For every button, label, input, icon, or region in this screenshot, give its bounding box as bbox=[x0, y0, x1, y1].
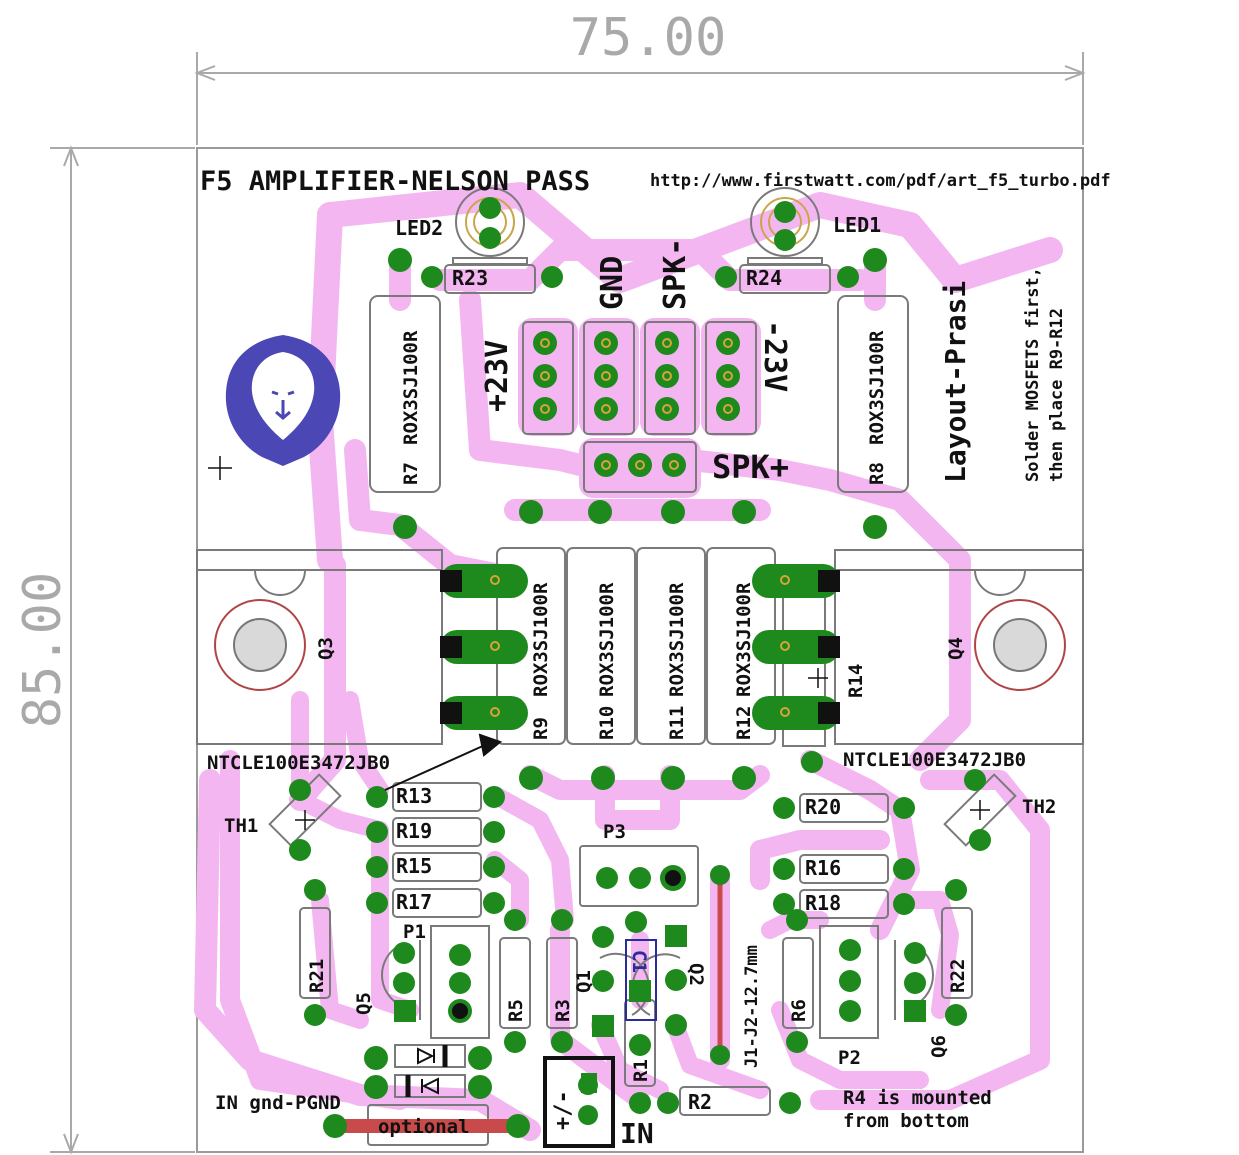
label-c1: C1 bbox=[628, 950, 650, 973]
label-r10: R10 bbox=[596, 706, 618, 740]
label-jumper: J1-J2-12.7mm bbox=[742, 945, 762, 1068]
label-q3: Q3 bbox=[315, 637, 337, 660]
component-outlines bbox=[196, 187, 1084, 1148]
label-in-gnd: IN gnd-PGND bbox=[215, 1092, 341, 1114]
label-spk-minus: SPK- bbox=[658, 238, 693, 310]
label-minus23v: -23V bbox=[757, 320, 792, 392]
label-p2: P2 bbox=[838, 1047, 861, 1069]
reference-url: http://www.firstwatt.com/pdf/art_f5_turb… bbox=[650, 171, 1111, 191]
label-th2: TH2 bbox=[1022, 796, 1056, 818]
label-r10-value: ROX3SJ100R bbox=[596, 582, 618, 697]
label-r17: R17 bbox=[396, 890, 432, 914]
label-p1: P1 bbox=[403, 921, 426, 943]
label-led1: LED1 bbox=[833, 213, 881, 237]
label-p3: P3 bbox=[603, 821, 626, 843]
label-r12-value: ROX3SJ100R bbox=[733, 582, 755, 697]
label-r18: R18 bbox=[805, 891, 841, 915]
drill-marks bbox=[490, 338, 790, 717]
label-r11-value: ROX3SJ100R bbox=[666, 582, 688, 697]
height-dimension-label: 85.00 bbox=[13, 572, 73, 729]
label-r7: R7 bbox=[400, 462, 422, 485]
label-q5: Q5 bbox=[353, 992, 375, 1015]
label-plus23v: +23V bbox=[480, 340, 515, 412]
transistor-bodies bbox=[419, 939, 896, 1021]
label-spk-plus: SPK+ bbox=[712, 448, 789, 486]
label-q6: Q6 bbox=[928, 1035, 950, 1058]
label-q4: Q4 bbox=[945, 637, 967, 660]
label-in-polarity: +/- bbox=[551, 1090, 576, 1130]
lion-logo bbox=[225, 335, 341, 466]
label-r22: R22 bbox=[947, 959, 969, 993]
note-r4-line2: from bottom bbox=[843, 1110, 969, 1132]
note-solder-line2: then place R9-R12 bbox=[1047, 308, 1067, 482]
diode-symbols bbox=[405, 1045, 448, 1097]
label-r23: R23 bbox=[452, 266, 488, 290]
crosshair-marks bbox=[208, 456, 990, 830]
note-r4-line1: R4 is mounted bbox=[843, 1087, 992, 1109]
label-th1: TH1 bbox=[224, 815, 258, 837]
label-r9: R9 bbox=[530, 717, 552, 740]
label-ntc-left: NTCLE100E3472JB0 bbox=[207, 752, 390, 774]
label-r24: R24 bbox=[746, 266, 782, 290]
label-r12: R12 bbox=[733, 706, 755, 740]
label-r21: R21 bbox=[306, 959, 328, 993]
label-r15: R15 bbox=[396, 854, 432, 878]
label-in: IN bbox=[620, 1117, 654, 1150]
board-title: F5 AMPLIFIER-NELSON PASS bbox=[200, 166, 590, 197]
label-ntc-right: NTCLE100E3472JB0 bbox=[843, 749, 1026, 771]
label-r8-value: ROX3SJ100R bbox=[866, 330, 888, 445]
label-r6: R6 bbox=[788, 999, 810, 1022]
silkscreen-text: F5 AMPLIFIER-NELSON PASS http://www.firs… bbox=[200, 166, 1111, 1150]
label-r20: R20 bbox=[805, 795, 841, 819]
pad-centers bbox=[452, 870, 681, 1019]
label-r7-value: ROX3SJ100R bbox=[400, 330, 422, 445]
label-r13: R13 bbox=[396, 784, 432, 808]
label-q1: Q1 bbox=[573, 970, 595, 993]
label-r14: R14 bbox=[845, 664, 867, 698]
dimension-lines bbox=[50, 52, 1086, 1155]
ntc-pointer bbox=[384, 733, 503, 791]
label-r3: R3 bbox=[552, 999, 574, 1022]
label-q2: Q2 bbox=[685, 963, 707, 986]
label-r2: R2 bbox=[688, 1090, 712, 1114]
label-r8: R8 bbox=[866, 462, 888, 485]
label-r11: R11 bbox=[666, 706, 688, 740]
label-gnd: GND bbox=[595, 256, 630, 310]
square-pads bbox=[394, 925, 926, 1093]
layout-credit: Layout-Prasi bbox=[939, 281, 972, 483]
mosfet-lead-marks bbox=[440, 570, 840, 724]
label-led2: LED2 bbox=[395, 216, 443, 240]
label-optional: optional bbox=[378, 1116, 470, 1138]
jumper-wires bbox=[328, 872, 723, 1133]
label-r1: R1 bbox=[630, 1059, 652, 1082]
width-dimension-label: 75.00 bbox=[570, 8, 727, 68]
label-r19: R19 bbox=[396, 819, 432, 843]
label-r5: R5 bbox=[505, 999, 527, 1022]
label-r16: R16 bbox=[805, 856, 841, 880]
label-r9-value: ROX3SJ100R bbox=[530, 582, 552, 697]
mounting-holes bbox=[214, 569, 1066, 691]
note-solder-line1: Solder MOSFETS first, bbox=[1023, 267, 1043, 482]
